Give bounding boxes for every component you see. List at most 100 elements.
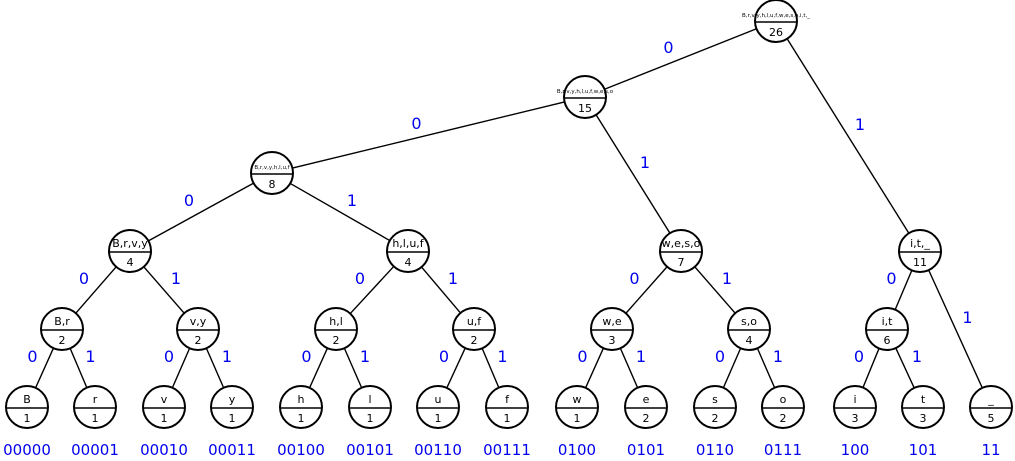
edge-bit-label: 1 [962,308,972,327]
node-label: f [505,393,510,406]
node-circle [142,385,186,429]
tree-node: B,r,v,y,h,l,u,f,w,e,s,o,i,t,_26 [742,0,810,43]
node-circle [73,385,117,429]
edge-bit-label: 0 [79,269,89,288]
node-weight: 11 [913,256,927,269]
tree-node: u1 [416,385,460,429]
tree-node: r1 [73,385,117,429]
edge-bit-label: 1 [773,347,783,366]
code-label: 00010 [140,441,188,459]
node-circle [5,385,49,429]
node-label: u,f [467,315,482,328]
node-weight: 2 [333,334,340,347]
code-label: 100 [841,441,870,459]
node-circle [624,385,668,429]
node-label: i,t,_ [910,237,930,250]
node-circle [250,151,294,195]
node-label: t [921,393,926,406]
node-circle [833,385,877,429]
edge-bit-label: 1 [85,347,95,366]
node-label: e [643,393,650,406]
tree-edge [421,266,461,314]
node-label: o [780,393,787,406]
edge-bit-label: 0 [27,347,37,366]
node-circle [485,385,529,429]
node-label: B,r,v,y,h,l,u,f [254,165,290,171]
node-weight: 1 [92,412,99,425]
node-label: l [368,393,371,406]
node-circle [555,385,599,429]
node-circle [659,229,703,273]
node-label: _ [987,393,994,406]
tree-edge [75,266,117,314]
edge-bit-label: 0 [439,347,449,366]
edge-bit-label: 1 [360,347,370,366]
node-label: w [573,393,582,406]
tree-node: _5 [969,385,1013,429]
node-circle [386,229,430,273]
node-weight: 2 [195,334,202,347]
tree-edge [171,347,191,389]
tree-node: w1 [555,385,599,429]
tree-node: v,y 2 [176,307,220,351]
node-label: B [23,393,31,406]
tree-edge [34,347,55,389]
tree-node: e2 [624,385,668,429]
tree-edge [786,38,910,234]
tree-edge [343,347,363,389]
tree-node: i,t,_ 11 [898,229,942,273]
node-label: h,l [329,315,343,328]
tree-node: h,l 2 [314,307,358,351]
edge-bit-label: 1 [912,347,922,366]
tree-edge [894,270,913,310]
code-label: 00100 [277,441,325,459]
tree-node: o2 [761,385,805,429]
code-label: 11 [981,441,1000,459]
tree-edge [292,101,565,169]
node-weight: 7 [678,256,685,269]
tree-edge [604,28,757,90]
edge-bit-label: 0 [301,347,311,366]
node-circle [754,0,798,43]
tree-edge [756,347,776,389]
node-circle [727,307,771,351]
edge-bit-label: 1 [855,115,865,134]
edge-bit-label: 1 [722,269,732,288]
node-label: s [712,393,718,406]
node-label: w,e [602,315,621,328]
node-circle [563,75,607,119]
tree-node: B1 [5,385,49,429]
tree-edge [205,347,225,389]
tree-node: l1 [348,385,392,429]
node-label: v,y [190,315,207,328]
node-label: y [229,393,236,406]
node-weight: 3 [852,412,859,425]
tree-node: B,r,v,y,h,l,u,f,w,e,s,o15 [557,75,614,119]
edge-bit-label: 0 [184,191,194,210]
tree-edge [625,266,668,314]
node-weight: 6 [884,334,891,347]
tree-edge [694,266,736,314]
code-label: 00011 [208,441,256,459]
tree-node: f1 [485,385,529,429]
node-label: B,r,v,y [112,237,148,250]
tree-edge [928,269,983,389]
node-weight: 26 [769,26,783,39]
node-weight: 2 [780,412,787,425]
code-label: 00101 [346,441,394,459]
node-weight: 4 [746,334,753,347]
edge-bit-label: 0 [164,347,174,366]
tree-edge [349,265,395,315]
node-circle [210,385,254,429]
node-label: v [161,393,168,406]
node-weight: 15 [578,102,592,115]
tree-node: B,r,v,y,h,l,u,f8 [250,151,294,195]
tree-edge [619,347,639,389]
edge-bit-label: 0 [854,347,864,366]
code-label: 101 [909,441,938,459]
node-label: h,l,u,f [392,237,424,250]
node-label: w,e,s,o [662,237,701,250]
node-circle [865,307,909,351]
node-weight: 4 [405,256,412,269]
tree-node: s,o4 [727,307,771,351]
